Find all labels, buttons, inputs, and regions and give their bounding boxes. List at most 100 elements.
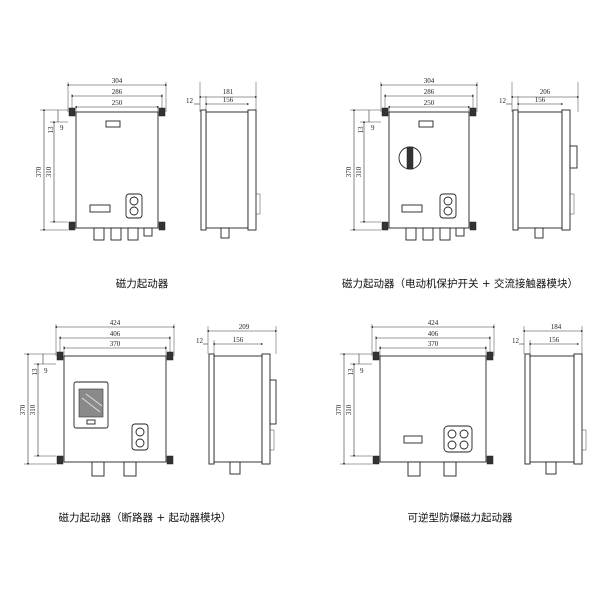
- dim-flange: 12: [499, 97, 507, 105]
- cable-glands: [93, 227, 153, 241]
- breaker-handle-side: [269, 379, 277, 425]
- dim-height-inner: 310: [355, 166, 363, 177]
- push-button: [135, 438, 145, 448]
- mount-bracket: [561, 109, 571, 231]
- mount-lug: [68, 221, 76, 231]
- mount-bracket: [261, 353, 271, 465]
- dim-height-inner: 310: [45, 166, 53, 177]
- mount-lug: [381, 221, 389, 231]
- dim-top-b: 9: [44, 367, 48, 375]
- dim-flange: 12: [512, 337, 520, 345]
- mount-lug: [381, 107, 389, 117]
- dim-top-a: 13: [31, 368, 39, 376]
- cable-gland: [220, 227, 230, 239]
- mount-lug: [486, 351, 494, 361]
- enclosure-side: [517, 111, 563, 229]
- enclosure-side: [529, 355, 575, 463]
- breaker-window: [78, 388, 104, 418]
- dim-height-inner: 310: [345, 404, 353, 415]
- mount-lug: [56, 455, 64, 465]
- dim-width-mid: 406: [428, 330, 439, 338]
- push-button: [459, 429, 469, 439]
- dim-width-inner: 370: [428, 340, 439, 348]
- dim-width-inner: 250: [112, 99, 123, 107]
- push-button: [443, 196, 453, 206]
- dim-depth: 184: [551, 323, 562, 331]
- caption: 磁力起动器（电动机保护开关 + 交流接触器模块）: [342, 277, 578, 290]
- push-button: [447, 429, 457, 439]
- hinge: [255, 193, 261, 215]
- push-button: [135, 427, 145, 437]
- caption: 磁力起动器（断路器 + 起动器模块）: [59, 511, 232, 524]
- dim-top-a: 13: [347, 368, 355, 376]
- dim-depth: 181: [223, 88, 234, 96]
- push-button: [129, 196, 139, 206]
- dim-flange: 12: [196, 337, 204, 345]
- mount-bracket: [247, 109, 257, 231]
- dim-height-overall: 370: [19, 404, 27, 415]
- side-view: 184 156 12: [512, 323, 587, 475]
- hinge: [581, 429, 587, 451]
- dim-top-a: 13: [47, 126, 55, 134]
- mount-lug: [158, 107, 166, 117]
- hinge: [569, 193, 575, 215]
- dim-width-overall: 304: [424, 77, 435, 85]
- dim-height-overall: 370: [345, 166, 353, 177]
- side-view: 181 156 12: [186, 82, 261, 239]
- mount-lug: [486, 455, 494, 465]
- front-view: 304 286 250 370 310 13 9: [35, 77, 168, 241]
- cover-flange: [512, 109, 519, 231]
- dim-width-mid: 286: [424, 88, 435, 96]
- dim-depth: 209: [239, 323, 250, 331]
- panel-2: 304 286 250 370 310 13 9: [342, 77, 580, 290]
- dim-top-a: 13: [357, 126, 365, 134]
- front-view: 304 286 250 370 310 13 9: [345, 77, 479, 241]
- button-housing: [443, 425, 473, 453]
- mount-lug: [166, 455, 174, 465]
- dim-width-overall: 424: [428, 319, 439, 327]
- mount-lug: [372, 351, 380, 361]
- cable-glands: [407, 461, 457, 477]
- dim-depth-inner: 156: [233, 336, 244, 344]
- side-view: 206 156 12: [499, 82, 580, 239]
- dim-flange: 12: [186, 97, 194, 105]
- cover-flange: [200, 109, 207, 231]
- dim-top-b: 9: [60, 124, 64, 132]
- mount-lug: [469, 107, 477, 117]
- front-view: 424 406 370 370 310 13 9: [335, 319, 496, 477]
- panel-4: 424 406 370 370 310 13 9: [335, 319, 587, 524]
- nameplate: [403, 435, 423, 444]
- cable-gland: [545, 461, 557, 475]
- cover-flange: [208, 353, 215, 465]
- push-button: [447, 440, 457, 450]
- switch-knob-side: [569, 145, 578, 169]
- cable-gland: [229, 461, 241, 475]
- dim-height-overall: 370: [35, 166, 43, 177]
- push-button: [129, 206, 139, 216]
- cover-flange: [524, 353, 531, 465]
- nameplate: [105, 120, 121, 128]
- dim-width-overall: 424: [110, 319, 121, 327]
- nameplate: [401, 204, 423, 213]
- dim-width-mid: 406: [110, 330, 121, 338]
- dim-width-inner: 370: [110, 340, 121, 348]
- enclosure-front: [388, 111, 470, 229]
- mount-lug: [166, 351, 174, 361]
- dim-height-overall: 370: [335, 404, 343, 415]
- cable-glands: [91, 461, 137, 477]
- mount-lug: [372, 455, 380, 465]
- enclosure-side: [205, 111, 249, 229]
- enclosure-side: [213, 355, 263, 463]
- front-view: 424 406 370 370 310 13 9: [19, 319, 176, 477]
- mount-lug: [158, 221, 166, 231]
- dim-depth-inner: 156: [549, 336, 560, 344]
- dim-depth: 206: [540, 88, 551, 96]
- dim-height-inner: 310: [29, 404, 37, 415]
- panel-3: 424 406 370 370 310 13 9: [19, 319, 278, 524]
- breaker-label: [86, 419, 96, 425]
- cable-gland: [534, 227, 544, 239]
- dim-top-b: 9: [360, 367, 364, 375]
- mount-lug: [469, 221, 477, 231]
- hinge: [269, 429, 275, 451]
